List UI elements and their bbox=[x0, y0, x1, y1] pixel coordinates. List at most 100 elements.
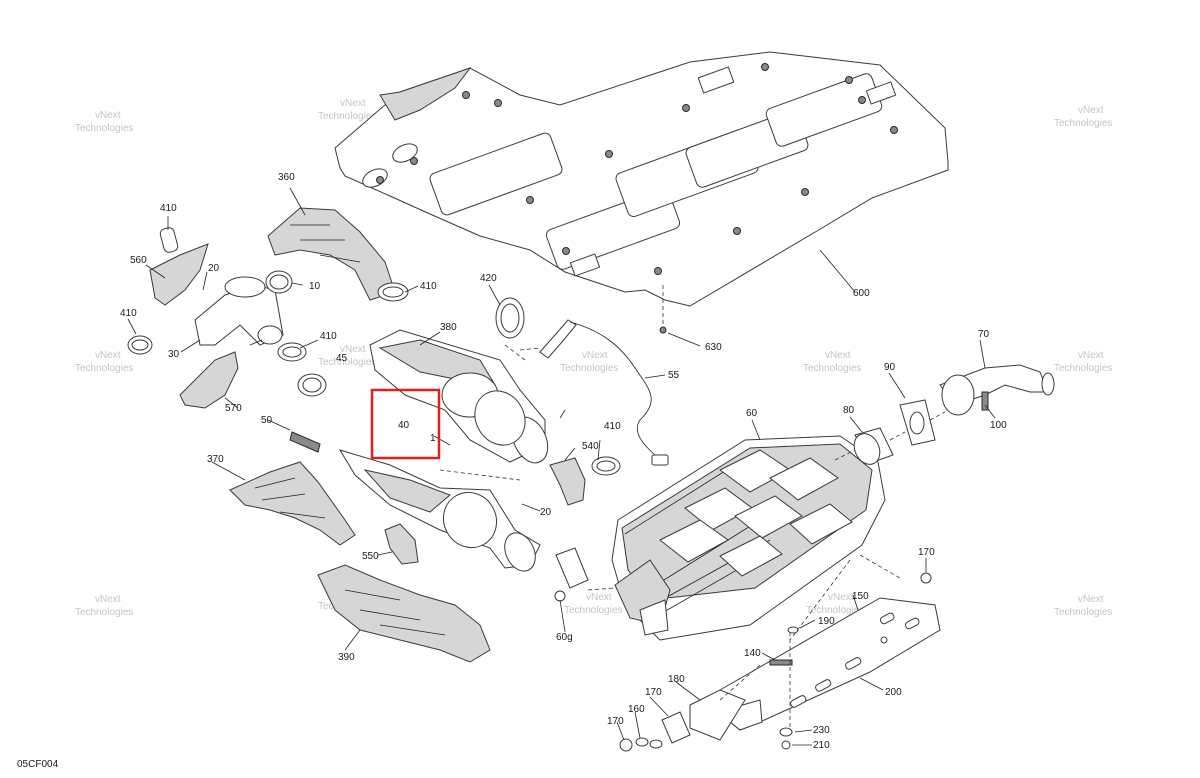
label-190: 180 bbox=[668, 674, 685, 685]
oxygen-sensor bbox=[539, 319, 669, 466]
watermark-9b: Technologies bbox=[803, 363, 861, 374]
watermark-2: vNext bbox=[340, 98, 366, 109]
nut-220 bbox=[781, 740, 791, 750]
assembly-lines bbox=[439, 285, 946, 730]
label-60g: 60g bbox=[556, 632, 573, 643]
label-10: 10 bbox=[309, 281, 321, 292]
label-410-e: 410 bbox=[604, 421, 621, 432]
label-370: 370 bbox=[207, 454, 224, 465]
watermark-14b: Technologies bbox=[806, 605, 864, 616]
clamp-410-mid bbox=[277, 342, 307, 362]
muffler bbox=[611, 435, 886, 641]
label-540: 540 bbox=[582, 441, 599, 452]
label-180: 170 bbox=[645, 687, 662, 698]
watermark-15: vNext bbox=[1078, 594, 1104, 605]
watermark-8b: Technologies bbox=[560, 363, 618, 374]
label-200: 200 bbox=[885, 687, 902, 698]
gasket-10 bbox=[265, 270, 293, 294]
washer-160b bbox=[649, 739, 663, 749]
watermark-2b: Technologies bbox=[318, 111, 376, 122]
label-160: 160 bbox=[628, 704, 645, 715]
heat-shield-390 bbox=[317, 564, 491, 663]
watermark-8: vNext bbox=[582, 350, 608, 361]
exhaust-elbow bbox=[194, 276, 284, 346]
clamp-410-upper bbox=[159, 227, 179, 253]
label-20-a: 20 bbox=[208, 263, 220, 274]
heat-shield-560 bbox=[149, 243, 209, 306]
label-550: 550 bbox=[362, 551, 379, 562]
label-600: 600 bbox=[853, 288, 870, 299]
label-70: 70 bbox=[978, 329, 990, 340]
watermark-6b: Technologies bbox=[75, 363, 133, 374]
clamp-410-right bbox=[377, 282, 409, 302]
label-40: 40 bbox=[398, 420, 410, 431]
seal-ring-45 bbox=[297, 373, 327, 397]
gasket-90 bbox=[899, 399, 936, 446]
label-140: 140 bbox=[744, 648, 761, 659]
label-220: 210 bbox=[813, 740, 830, 751]
tail-pipe bbox=[939, 364, 1055, 416]
watermark-15b: Technologies bbox=[1054, 607, 1112, 618]
label-410-a: 410 bbox=[160, 203, 177, 214]
part-labels: 360 410 560 20 10 410 420 600 410 380 41… bbox=[120, 172, 1007, 751]
hanger-190 bbox=[689, 689, 746, 741]
watermark-10: vNext bbox=[1078, 350, 1104, 361]
label-410-b: 410 bbox=[420, 281, 437, 292]
label-1: 1 bbox=[430, 433, 436, 444]
label-630: 630 bbox=[705, 342, 722, 353]
label-30: 30 bbox=[168, 349, 180, 360]
heat-shield-540 bbox=[549, 457, 586, 506]
label-45: 45 bbox=[336, 353, 348, 364]
heat-shield-370 bbox=[229, 461, 356, 546]
label-170-lower: 170 bbox=[607, 716, 624, 727]
label-210: 190 bbox=[818, 616, 835, 627]
skid-plate bbox=[334, 51, 949, 307]
label-420: 420 bbox=[480, 273, 497, 284]
figure-code: 05CF004 bbox=[17, 759, 59, 770]
label-410-d: 410 bbox=[320, 331, 337, 342]
label-380: 380 bbox=[440, 322, 457, 333]
label-90: 90 bbox=[884, 362, 896, 373]
highlight-box bbox=[370, 388, 441, 460]
washer-160 bbox=[635, 737, 649, 747]
watermark-5b: Technologies bbox=[1054, 118, 1112, 129]
bolt-100 bbox=[981, 391, 989, 411]
nut-170-upper bbox=[920, 572, 932, 584]
label-230: 230 bbox=[813, 725, 830, 736]
watermark-11: vNext bbox=[95, 594, 121, 605]
label-570: 570 bbox=[225, 403, 242, 414]
adapter-80 bbox=[853, 427, 894, 465]
leader-lines bbox=[127, 187, 996, 746]
watermark-13b: Technologies bbox=[564, 605, 622, 616]
label-60: 60 bbox=[746, 408, 758, 419]
washer-230 bbox=[779, 727, 793, 737]
label-560: 560 bbox=[130, 255, 147, 266]
watermark-5: vNext bbox=[1078, 105, 1104, 116]
label-100: 100 bbox=[990, 420, 1007, 431]
label-80: 80 bbox=[843, 405, 855, 416]
watermark-1: vNext bbox=[95, 110, 121, 121]
watermark-7: vNext bbox=[340, 344, 366, 355]
screw-630 bbox=[659, 326, 667, 334]
heat-shield-550 bbox=[384, 523, 419, 565]
label-360: 360 bbox=[278, 172, 295, 183]
watermark-6: vNext bbox=[95, 350, 121, 361]
clamp-410-left bbox=[127, 335, 153, 355]
watermark-10b: Technologies bbox=[1054, 363, 1112, 374]
catalytic-pipe-upper bbox=[369, 329, 549, 464]
nut-170-lower bbox=[619, 738, 633, 752]
watermark-1b: Technologies bbox=[75, 123, 133, 134]
watermark-7b: Technologies bbox=[318, 357, 376, 368]
label-170-upper: 170 bbox=[918, 547, 935, 558]
watermark-14: vNext bbox=[828, 592, 854, 603]
watermark-9: vNext bbox=[825, 350, 851, 361]
damper-180 bbox=[661, 711, 691, 744]
label-410-c: 410 bbox=[120, 308, 137, 319]
watermark-11b: Technologies bbox=[75, 607, 133, 618]
label-150: 150 bbox=[852, 591, 869, 602]
label-55: 55 bbox=[668, 370, 680, 381]
label-390: 390 bbox=[338, 652, 355, 663]
clamp-420 bbox=[495, 297, 525, 339]
